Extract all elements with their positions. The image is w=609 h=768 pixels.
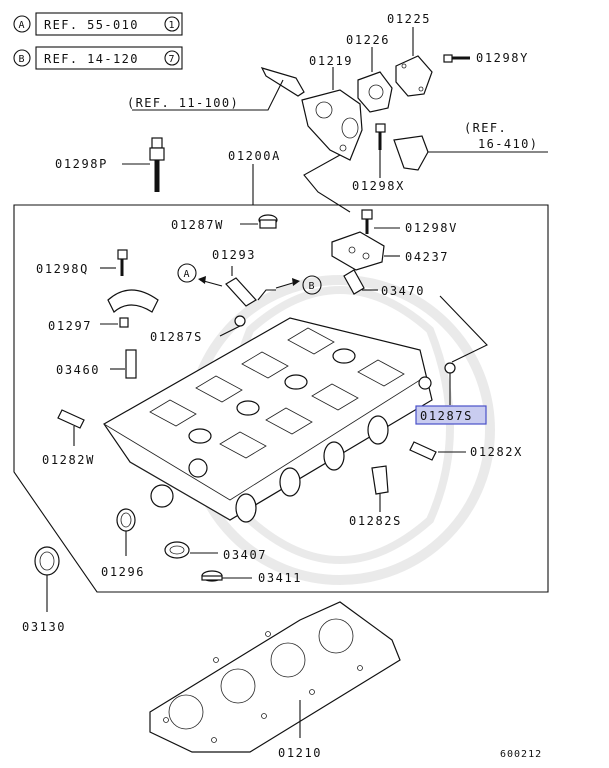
ref-11-100[interactable]: (REF. 11-100) <box>127 96 239 110</box>
label-03130[interactable]: 03130 <box>22 620 66 634</box>
label-01219[interactable]: 01219 <box>309 54 353 68</box>
part-01219-water-outlet[interactable] <box>301 89 363 161</box>
cylinder-head[interactable] <box>103 317 433 523</box>
label-01298X[interactable]: 01298X <box>352 179 405 193</box>
part-01298Y-bolt[interactable] <box>443 54 470 63</box>
label-01200A[interactable]: 01200A <box>228 149 281 163</box>
part-03130-seal[interactable] <box>34 546 60 576</box>
direction-marker-a[interactable]: A <box>183 269 190 280</box>
label-03460[interactable]: 03460 <box>56 363 100 377</box>
label-01298P[interactable]: 01298P <box>55 157 108 171</box>
ref-box-b-text: REF. 14-120 <box>44 52 139 66</box>
part-01287W-plug[interactable] <box>258 214 278 229</box>
label-03411[interactable]: 03411 <box>258 571 302 585</box>
part-03411-seal[interactable] <box>201 570 223 582</box>
label-01298V[interactable]: 01298V <box>405 221 458 235</box>
diagram-code: 600212 <box>500 749 542 760</box>
part-01287S-plug-right[interactable] <box>444 362 456 374</box>
highlight-box <box>415 405 487 425</box>
part-01298X-bolt[interactable] <box>375 123 386 150</box>
label-01282X[interactable]: 01282X <box>470 445 523 459</box>
label-01296[interactable]: 01296 <box>101 565 145 579</box>
part-01287S-plug-left[interactable] <box>234 315 246 327</box>
part-01298V-bolt[interactable] <box>361 209 373 234</box>
label-01287S-highlight[interactable]: 01287S <box>420 409 473 423</box>
part-01282S-stud[interactable] <box>371 465 389 495</box>
ref-16-410-line2[interactable]: 16-410) <box>478 137 538 151</box>
thermostat-elbow[interactable] <box>393 135 429 171</box>
label-01282S[interactable]: 01282S <box>349 514 402 528</box>
part-01293-shaft[interactable] <box>225 277 257 307</box>
part-01296-seal[interactable] <box>116 508 136 532</box>
part-01225-gasket[interactable] <box>395 55 433 97</box>
part-03460-valve-guide[interactable] <box>125 349 137 379</box>
part-01298P-bolt[interactable] <box>149 137 165 192</box>
ref-box-a-page: 1 <box>168 20 175 31</box>
direction-marker-b-circle <box>302 275 322 295</box>
label-01225[interactable]: 01225 <box>387 12 431 26</box>
label-01287S-left[interactable]: 01287S <box>150 330 203 344</box>
label-01282W[interactable]: 01282W <box>42 453 95 467</box>
part-01298Q-bolt[interactable] <box>117 249 128 276</box>
label-01226[interactable]: 01226 <box>346 33 390 47</box>
assembly-frame <box>13 204 549 593</box>
label-01287W[interactable]: 01287W <box>171 218 224 232</box>
part-01282X-stud[interactable] <box>409 441 437 461</box>
label-01293[interactable]: 01293 <box>212 248 256 262</box>
label-03407[interactable]: 03407 <box>223 548 267 562</box>
hose-fitting <box>260 67 305 97</box>
label-01210[interactable]: 01210 <box>278 746 322 760</box>
label-01298Y[interactable]: 01298Y <box>476 51 529 65</box>
part-01226-gasket[interactable] <box>357 71 393 113</box>
cam-cap <box>107 289 159 313</box>
label-01297[interactable]: 01297 <box>48 319 92 333</box>
part-01210-head-gasket[interactable] <box>149 601 401 753</box>
ref-box-b-page: 7 <box>168 54 175 65</box>
ref-box-b-circle: B <box>18 54 25 65</box>
direction-marker-a-circle <box>177 263 197 283</box>
part-03407-oil-seal[interactable] <box>164 541 190 559</box>
label-01298Q[interactable]: 01298Q <box>36 262 89 276</box>
part-03470-valve-seal[interactable] <box>343 269 365 295</box>
ref-16-410-line1[interactable]: (REF. <box>464 121 507 135</box>
label-03470[interactable]: 03470 <box>381 284 425 298</box>
ref-box-a-text: REF. 55-010 <box>44 18 139 32</box>
label-04237[interactable]: 04237 <box>405 250 449 264</box>
ref-box-a-circle: A <box>18 20 25 31</box>
ref-box-b[interactable]: B REF. 14-120 7 <box>13 46 183 70</box>
direction-marker-b[interactable]: B <box>308 281 315 292</box>
part-01282W-stud[interactable] <box>57 409 85 429</box>
ref-box-a[interactable]: A REF. 55-010 1 <box>13 12 183 36</box>
part-01297-pin[interactable] <box>119 317 129 328</box>
part-04237-bracket[interactable] <box>331 231 385 271</box>
